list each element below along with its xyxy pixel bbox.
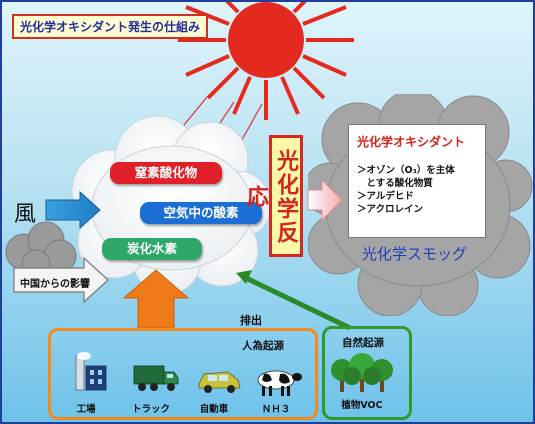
diagram-title: 光化学オキシダント発生の仕組み — [12, 14, 209, 39]
oxidant-item: ＞アクロレイン — [357, 204, 424, 215]
emission-label: 排出 — [240, 314, 262, 327]
natural-source-label: 植物VOC — [341, 400, 383, 411]
natural-label: 自然起源 — [342, 337, 384, 349]
oxidant-title: 光化学オキシダント — [357, 135, 466, 149]
nox-label: 窒素酸化物 — [110, 162, 222, 184]
oxidant-box: 光化学オキシダント ＞オゾン（O₃）を主体 とする酸化物質 ＞アルデヒド ＞アク… — [348, 124, 486, 238]
cow-icon — [257, 370, 302, 396]
reaction-arrow — [307, 178, 343, 222]
factory-icon — [75, 352, 107, 391]
oxidant-item: ＞アルデヒド — [357, 191, 414, 202]
hydrocarbon-label: 炭化水素 — [102, 238, 202, 260]
natural-sources-box — [322, 326, 412, 420]
oxygen-label: 空気中の酸素 — [140, 202, 262, 224]
car-icon — [198, 371, 241, 393]
source-label: ＮＨ３ — [261, 404, 291, 415]
emission-arrow — [122, 269, 190, 329]
sun-rays — [178, 2, 354, 120]
sun-disc — [228, 2, 304, 78]
trees-icon — [331, 353, 393, 392]
source-label: 自動車 — [199, 404, 229, 415]
oxidant-item: ＞オゾン（O₃）を主体 — [357, 165, 455, 176]
china-influence-label: 中国からの影響 — [20, 279, 90, 290]
photochemical-reaction-label: 光化学反応 — [243, 135, 303, 257]
source-label: トラック — [131, 404, 170, 415]
natural-emission-arrow — [244, 275, 352, 331]
anthropogenic-sources-box — [48, 328, 318, 420]
oxidant-item: とする酸化物質 — [357, 178, 433, 189]
smog-label: 光化学スモッグ — [362, 245, 468, 263]
wind-label: 風 — [14, 202, 37, 227]
china-arrow — [13, 256, 109, 304]
truck-icon — [133, 365, 179, 391]
source-label: 工場 — [76, 404, 96, 415]
anthropogenic-label: 人為起源 — [242, 340, 284, 352]
dust-cloud — [5, 221, 77, 279]
wind-arrow — [45, 190, 101, 230]
